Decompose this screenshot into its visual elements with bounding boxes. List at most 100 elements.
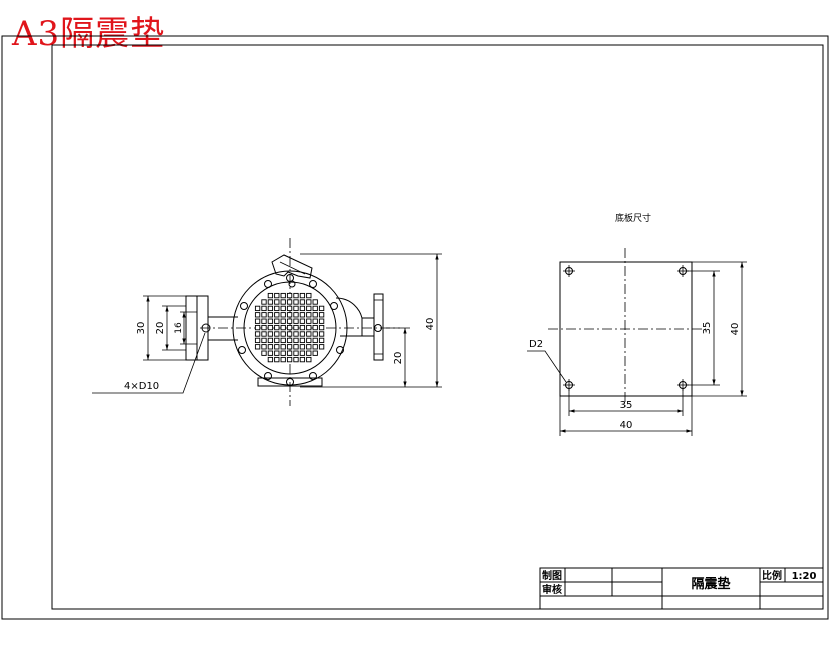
dim-inner-width: 20 (155, 322, 166, 335)
perforation-hole (299, 312, 306, 318)
dim-outer-width: 30 (136, 322, 147, 335)
perforation-hole (306, 337, 312, 344)
perforation-hole (318, 312, 325, 318)
perforation-hole (274, 350, 280, 356)
perforation-hole (280, 350, 286, 356)
perforation-hole (286, 331, 293, 337)
perforation-hole (306, 292, 312, 299)
perforation-hole (286, 350, 293, 356)
perforation-hole (267, 299, 274, 305)
perforation-hole (280, 337, 286, 344)
perforation-hole (293, 331, 299, 337)
perforation-hole (261, 305, 267, 312)
perforation-hole (261, 350, 267, 356)
front-view: 40 20 30 20 16 4×D10 (92, 238, 442, 406)
dim-overall-height: 40 (425, 318, 436, 331)
perforation-hole (286, 305, 293, 312)
perforation-hole (267, 337, 274, 344)
hole-note: 4×D10 (124, 381, 159, 392)
part-name: 隔震垫 (691, 576, 730, 592)
perforation-hole (293, 350, 299, 356)
perforation-hole (267, 350, 274, 356)
top-nozzle (271, 254, 313, 279)
perforation-hole (261, 312, 267, 318)
perforation-hole (312, 299, 318, 305)
perforation-hole (306, 350, 312, 356)
perforation-hole (286, 344, 293, 350)
perforation-hole (274, 344, 280, 350)
perforation-hole (274, 312, 280, 318)
perforation-hole (293, 337, 299, 344)
perforation-hole (299, 337, 306, 344)
perforation-hole (280, 312, 286, 318)
perforation-hole (318, 337, 325, 344)
perforation-hole (280, 318, 286, 324)
perforation-hole (261, 344, 267, 350)
perforation-hole (261, 299, 267, 305)
body-bolt-holes (238, 274, 344, 386)
perforation-hole (293, 299, 299, 305)
hole-label: D2 (529, 339, 543, 350)
perforation-hole (318, 331, 325, 337)
perforation-hole (299, 324, 306, 331)
perforation-hole (293, 312, 299, 318)
perforation-hole (306, 318, 312, 324)
perforation-hole (318, 324, 325, 331)
title-block: 制图 审核 隔震垫 比例 1:20 (539, 567, 824, 610)
perforation-hole (254, 331, 261, 337)
perforation-hole (306, 312, 312, 318)
perforation-hole (286, 324, 293, 331)
perforation-hole (312, 324, 318, 331)
perforation-hole (312, 350, 318, 356)
perforation-hole (306, 324, 312, 331)
dim-hole-spacing-h: 35 (620, 400, 633, 411)
left-hole (201, 323, 211, 333)
dim-plate-width: 40 (620, 420, 633, 431)
perforation-hole (312, 331, 318, 337)
perforation-hole (299, 344, 306, 350)
perforation-hole (318, 344, 325, 350)
perforation-hole (312, 305, 318, 312)
perforation-hole (261, 324, 267, 331)
perforation-hole (286, 318, 293, 324)
inner-frame (51, 44, 824, 610)
perforation-hole (299, 305, 306, 312)
dim-half-height: 20 (393, 352, 404, 365)
perforation-hole (306, 356, 312, 363)
perforation-hole (261, 337, 267, 344)
perforation-hole (299, 292, 306, 299)
perforation-hole (280, 344, 286, 350)
perforation-hole (261, 318, 267, 324)
perforation-hole (299, 299, 306, 305)
perforation-hole (274, 337, 280, 344)
perforation-hole (286, 299, 293, 305)
perforation-hole (293, 356, 299, 363)
dim-inner-width-small: 16 (174, 322, 184, 334)
perforation-hole (312, 318, 318, 324)
perforation-hole (280, 331, 286, 337)
perforation-hole (280, 356, 286, 363)
perforation-hole (274, 331, 280, 337)
perforation-hole (254, 312, 261, 318)
scale-label: 比例 (762, 569, 782, 582)
perforation-hole (299, 356, 306, 363)
perforation-hole (312, 312, 318, 318)
perforation-hole (306, 299, 312, 305)
perforation-hole (274, 356, 280, 363)
perforation-hole (254, 324, 261, 331)
perforation-hole (267, 292, 274, 299)
perforation-hole (299, 331, 306, 337)
perforation-hole (254, 337, 261, 344)
outer-border (1, 35, 829, 620)
perforation-hole (306, 344, 312, 350)
perforation-hole (274, 305, 280, 312)
perforation-hole (293, 318, 299, 324)
perforation-hole (293, 292, 299, 299)
perforation-hole (254, 305, 261, 312)
perforation-hole (293, 305, 299, 312)
perforation-hole (274, 318, 280, 324)
perforation-hole (299, 350, 306, 356)
perforation-hole (274, 299, 280, 305)
perforation-hole (280, 305, 286, 312)
perforation-hole (254, 318, 261, 324)
